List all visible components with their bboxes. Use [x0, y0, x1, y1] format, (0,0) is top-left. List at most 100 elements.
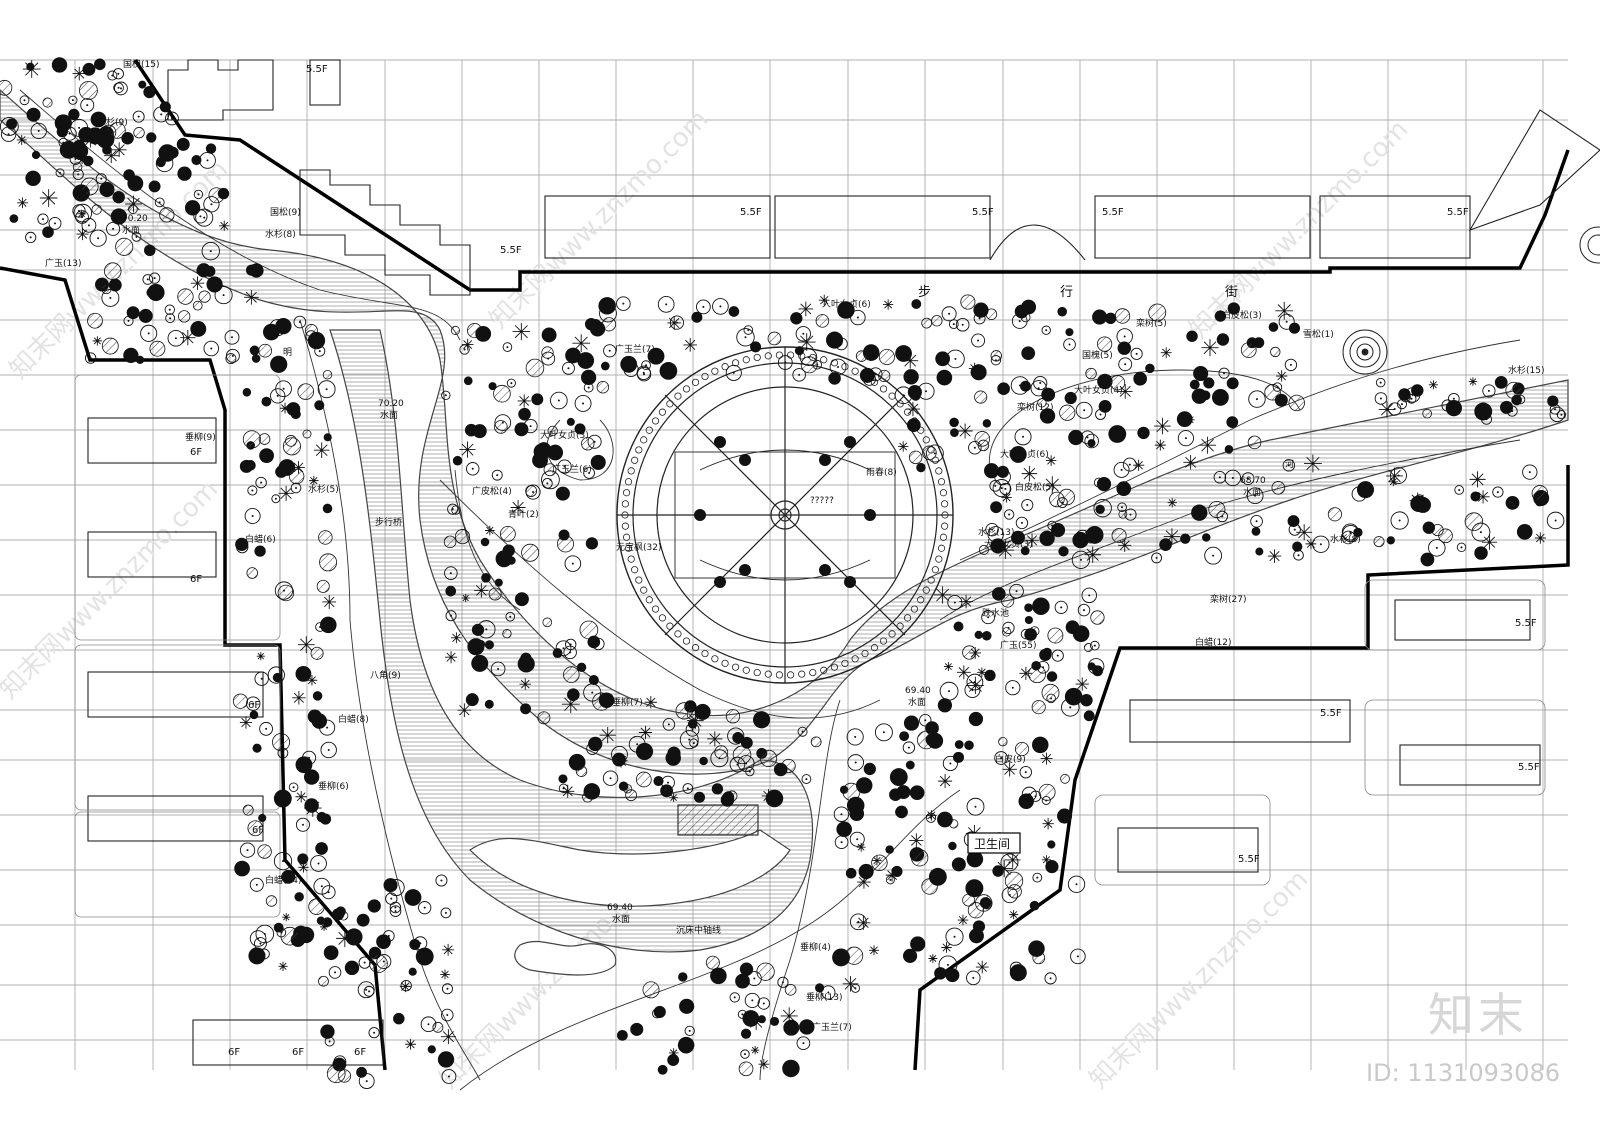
tree-symbol [95, 173, 107, 185]
bridge-label: 步行桥 [375, 516, 402, 528]
tree-symbol [1411, 384, 1424, 397]
axis-label: 沉床中轴线 [676, 924, 721, 936]
shrub-dot [903, 614, 912, 622]
shrub-dot [935, 467, 943, 475]
tree-symbol [1118, 509, 1128, 519]
tree-center [1255, 520, 1258, 523]
tree-center [170, 117, 173, 120]
site-boundary [0, 59, 1570, 1071]
tree-center [97, 237, 100, 240]
tree-symbol [466, 462, 480, 476]
floor-label: 5.5F [306, 64, 328, 75]
tree-symbol [249, 263, 264, 278]
tree-symbol [999, 482, 1012, 495]
tree-symbol [265, 895, 278, 907]
tree-center [365, 1080, 368, 1083]
tree-symbol [1438, 528, 1453, 544]
tree-symbol [1077, 603, 1091, 617]
tree-center [485, 628, 488, 631]
tree-symbol [949, 417, 959, 428]
tree-symbol [356, 1066, 367, 1078]
tree-symbol [1390, 467, 1407, 484]
shrub-dot [888, 630, 896, 638]
tree-symbol [244, 508, 261, 525]
tree-symbol [158, 144, 176, 162]
tree-symbol [1009, 583, 1024, 599]
tree-center [510, 382, 513, 385]
tree-symbol [25, 231, 37, 244]
tree-center [840, 813, 843, 816]
tree-center [1293, 528, 1296, 531]
floor-label: 6F [292, 1047, 304, 1058]
tree-center [405, 984, 408, 987]
tree-symbol [1469, 471, 1486, 488]
tree-symbol [42, 97, 53, 108]
tree-center [86, 104, 89, 107]
tree-symbol [1193, 365, 1209, 382]
tree-symbol [574, 423, 586, 435]
tree-symbol [1386, 536, 1395, 545]
plant-label: 广玉(55) [1000, 639, 1036, 651]
tree-center [318, 350, 321, 353]
tree-center [326, 726, 329, 729]
tree-symbol [484, 640, 495, 650]
tree-symbol [164, 304, 175, 315]
tree-symbol [563, 645, 577, 660]
plant-label: 水杉(9) [97, 116, 128, 128]
tree-symbol [1014, 741, 1030, 757]
tree-center [1254, 494, 1257, 497]
tree-symbol [445, 585, 457, 597]
tree-symbol [1058, 546, 1069, 557]
tree-symbol [9, 214, 19, 223]
tree-symbol [19, 95, 30, 106]
tree-symbol [109, 122, 126, 139]
feature-tree [739, 454, 751, 466]
tree-symbol [306, 675, 318, 686]
tree-center [827, 991, 830, 994]
tree-symbol [471, 654, 489, 672]
tree-symbol [1093, 498, 1112, 518]
tree-symbol [598, 297, 616, 315]
tree-center [805, 778, 808, 781]
plant-label: 大叶女贞(4) [1074, 384, 1123, 396]
tree-symbol [967, 902, 985, 919]
tree-symbol [1213, 470, 1227, 484]
shrub-dot [635, 446, 643, 454]
tree-symbol [295, 665, 312, 682]
plant-label: 水杉(13) [978, 526, 1014, 538]
tree-symbol [295, 756, 313, 774]
tree-symbol [201, 241, 220, 261]
plant-label: 水杉(8) [265, 228, 296, 240]
tree-symbol [73, 139, 86, 152]
tree-center [1289, 363, 1292, 366]
tree-center [1221, 515, 1224, 518]
tree-center [889, 878, 892, 881]
tree-center [203, 216, 206, 219]
plant-label: 大叶女贞(3) [540, 429, 589, 441]
tree-symbol [740, 736, 753, 749]
tree-center [1121, 506, 1124, 509]
plant-label: 八角(9) [370, 669, 401, 681]
tree-symbol [203, 340, 219, 357]
tree-symbol [942, 755, 958, 772]
tree-symbol [1304, 454, 1322, 473]
tree-symbol [114, 81, 128, 96]
elevation: 69.40 [905, 686, 931, 696]
tree-symbol [1428, 380, 1438, 390]
feature-tree [714, 576, 726, 588]
tree-symbol [1041, 683, 1060, 702]
tree-symbol [987, 526, 1004, 543]
tree-center [119, 87, 122, 90]
tree-symbol [51, 57, 68, 73]
shrub-dot [937, 478, 946, 486]
tree-symbol [271, 494, 281, 504]
tree-symbol [818, 294, 830, 306]
tree-symbol [399, 981, 411, 993]
tree-center [801, 730, 804, 733]
shrub-dot [764, 670, 772, 678]
tree-symbol [659, 362, 678, 380]
tree-symbol [254, 671, 269, 686]
shrub-dot [674, 630, 682, 638]
tree-symbol [780, 1007, 798, 1025]
central-plaza [616, 346, 954, 836]
